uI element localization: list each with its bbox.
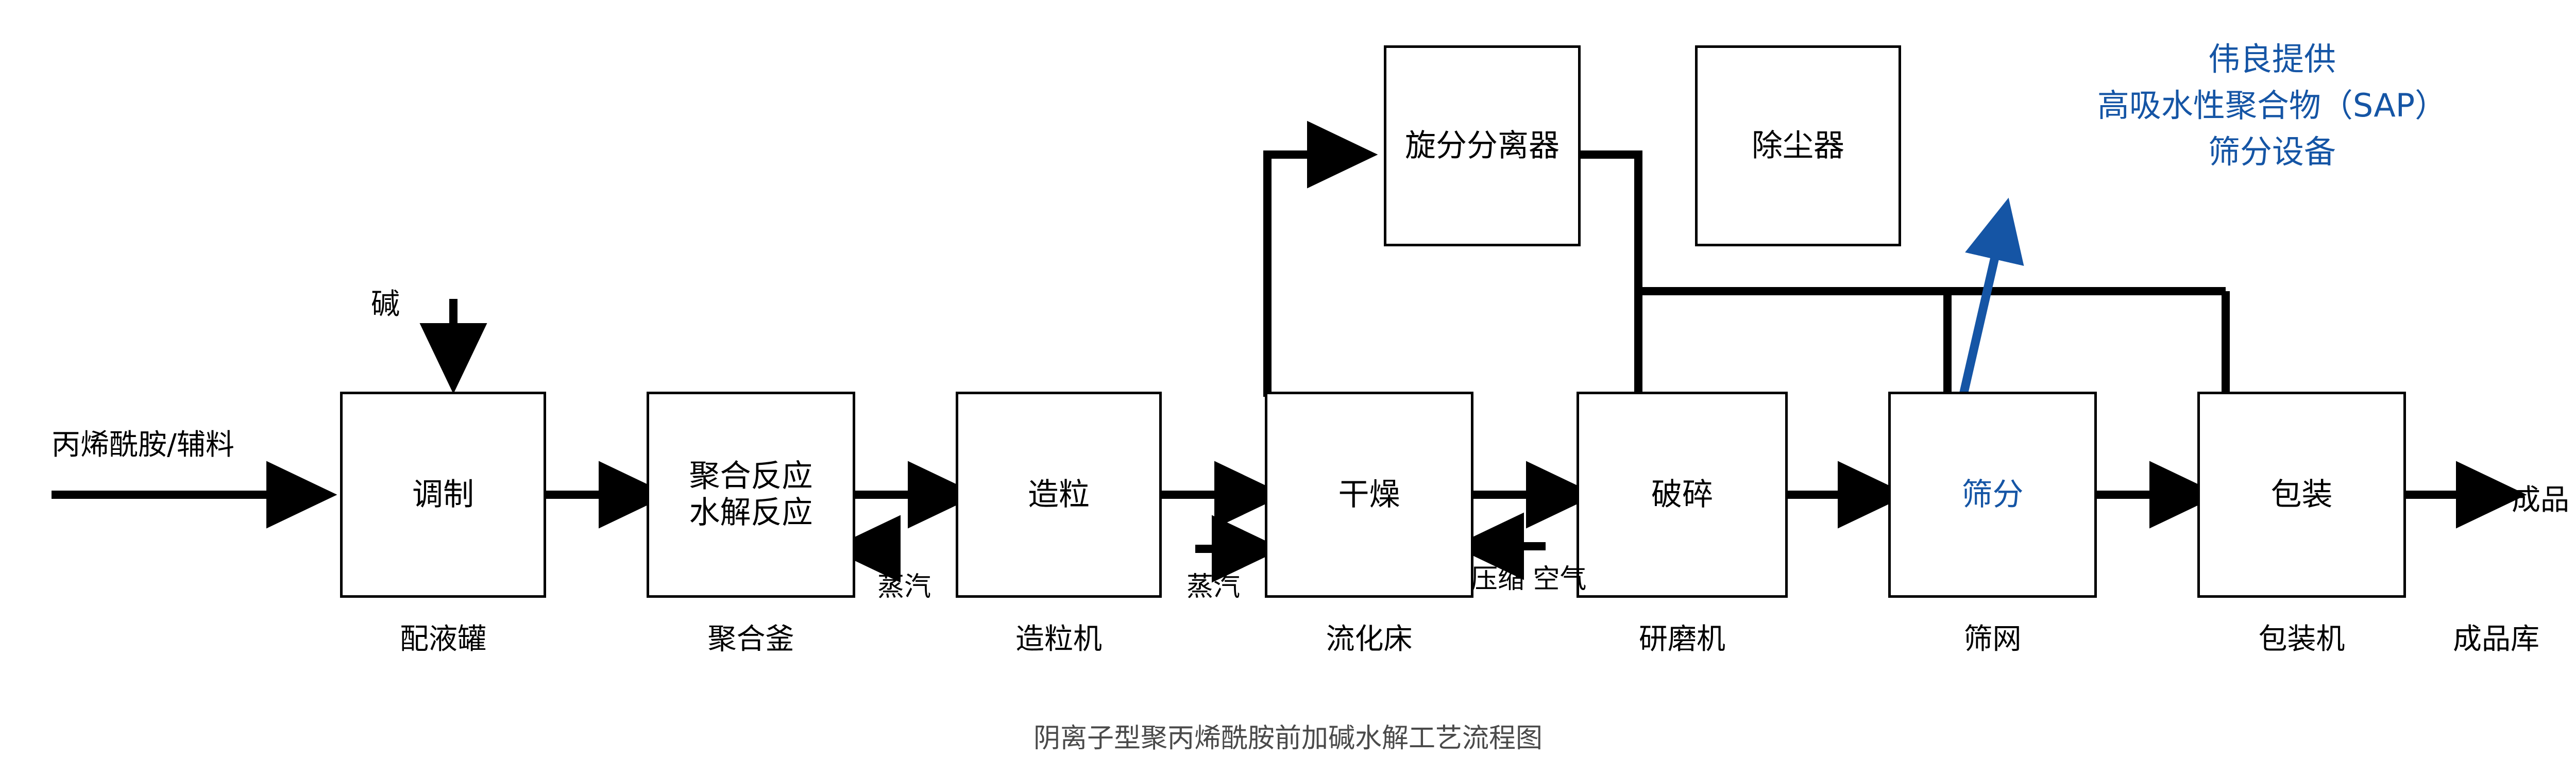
utility-label-steam-reactor: 蒸汽 xyxy=(877,572,931,602)
equipment-label-yanmoji: 研磨机 xyxy=(1639,623,1725,656)
node-drying[interactable]: 干燥 xyxy=(1265,392,1473,598)
vendor-annotation: 伟良提供 高吸水性聚合物（SAP） 筛分设备 xyxy=(2097,40,2447,171)
node-label: 造粒 xyxy=(1028,476,1090,513)
connector-dryer-cyclone xyxy=(1263,121,1378,397)
node-dust-collector[interactable]: 除尘器 xyxy=(1695,45,1901,246)
equipment-label-juhefu: 聚合釜 xyxy=(707,623,794,656)
node-label: 干燥 xyxy=(1338,476,1400,513)
figure-caption: 阴离子型聚丙烯酰胺前加碱水解工艺流程图 xyxy=(1033,723,1543,754)
equipment-label-zaolij: 造粒机 xyxy=(1015,623,1102,656)
utility-label-steam-dryer: 蒸汽 xyxy=(1186,572,1240,602)
stream-label-feed-in: 丙烯酰胺/辅料 xyxy=(52,428,234,462)
node-label: 聚合反应 水解反应 xyxy=(689,458,813,531)
node-label: 旋分分离器 xyxy=(1405,127,1560,164)
equipment-label-peiyeguan: 配液罐 xyxy=(400,623,486,656)
node-polymerization-hydrolysis[interactable]: 聚合反应 水解反应 xyxy=(647,392,855,598)
utility-label-compressed-air: 压缩 空气 xyxy=(1471,564,1587,595)
node-screening[interactable]: 筛分 xyxy=(1888,392,2097,598)
equipment-label-chengpinku: 成品库 xyxy=(2453,623,2539,656)
equipment-label-shaiwang: 筛网 xyxy=(1963,623,2022,656)
node-label: 除尘器 xyxy=(1752,127,1844,164)
equipment-label-baozhuangji: 包装机 xyxy=(2258,623,2345,656)
node-granulation[interactable]: 造粒 xyxy=(956,392,1162,598)
node-label: 调制 xyxy=(412,476,474,513)
node-label: 破碎 xyxy=(1651,476,1713,513)
node-label: 筛分 xyxy=(1961,476,2024,513)
node-cyclone-separator[interactable]: 旋分分离器 xyxy=(1384,45,1581,246)
stream-label-alkali: 碱 xyxy=(371,288,400,321)
stream-label-product-out: 成品 xyxy=(2512,483,2569,517)
node-crushing[interactable]: 破碎 xyxy=(1577,392,1788,598)
equipment-label-liuhuachuang: 流化床 xyxy=(1326,623,1413,656)
node-packaging[interactable]: 包装 xyxy=(2197,392,2406,598)
node-label: 包装 xyxy=(2270,476,2333,513)
node-tiaozhi[interactable]: 调制 xyxy=(340,392,546,598)
